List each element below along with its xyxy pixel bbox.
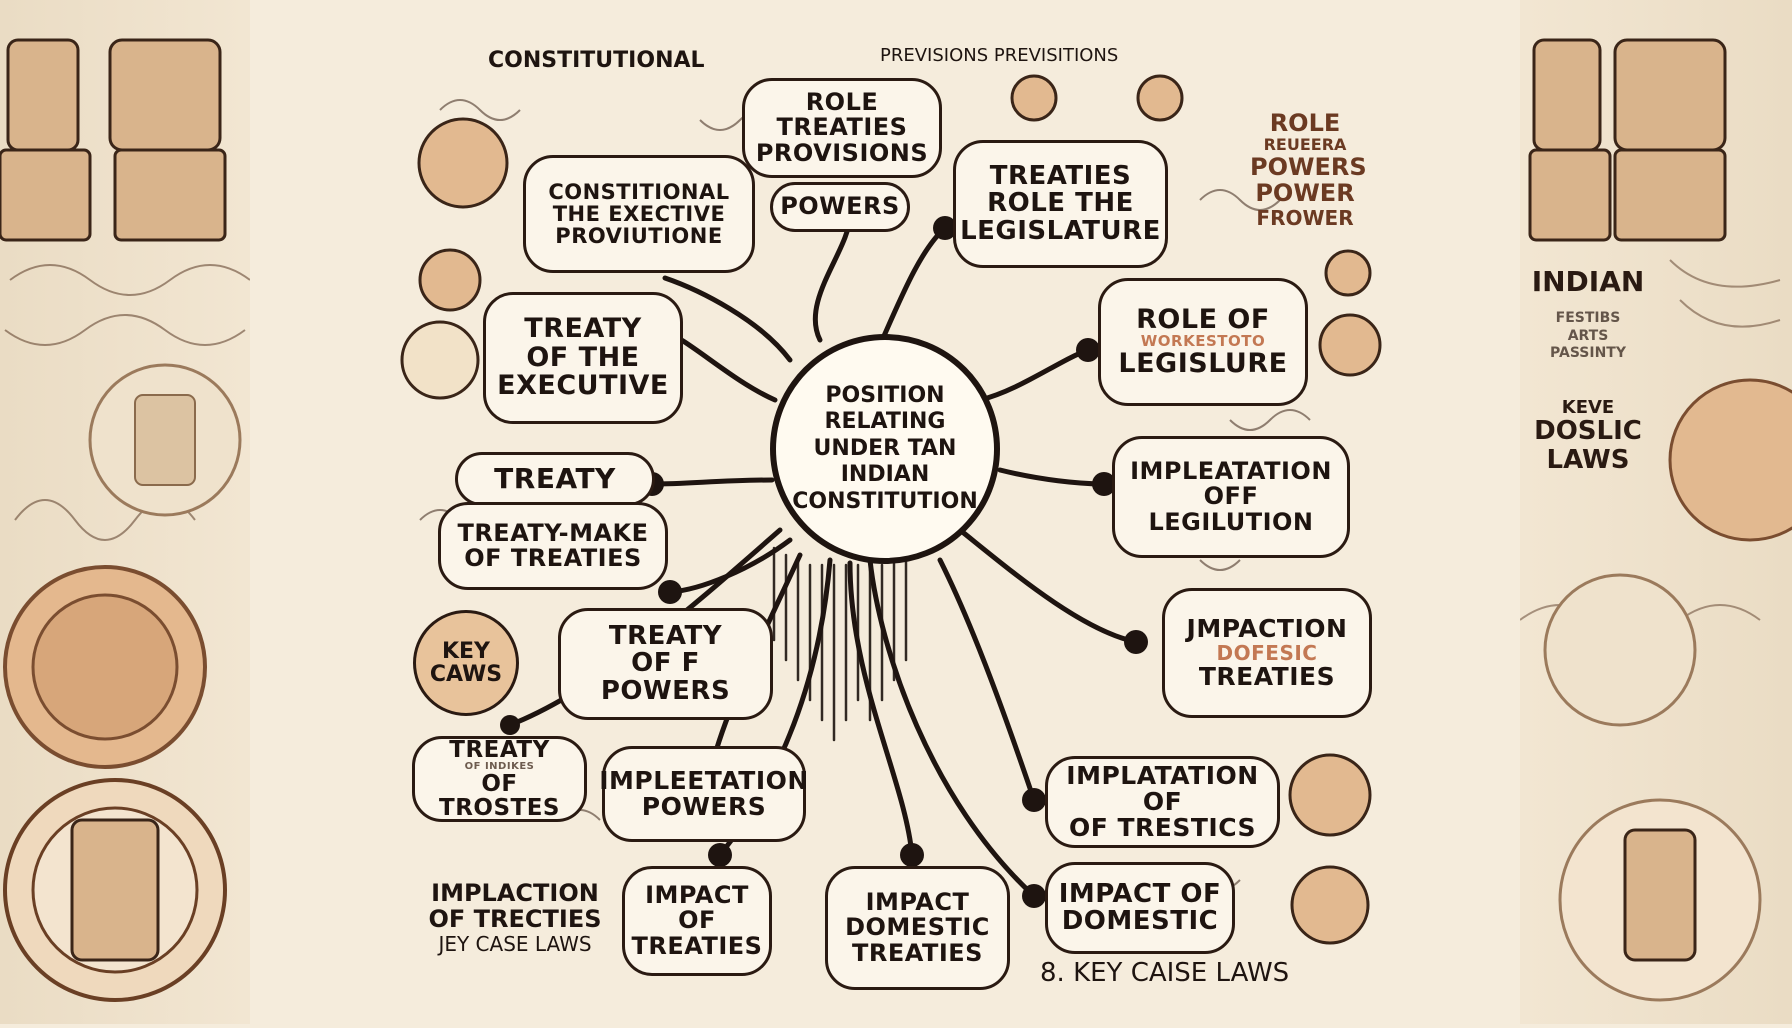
decorative-medallion <box>1318 313 1382 377</box>
connector-dot <box>1022 884 1046 908</box>
decorative-medallion <box>417 117 509 209</box>
connector <box>847 560 915 858</box>
right-decorative-panel: INDIAN FESTIBS ARTS PASSINTY KEVE DOSLIC… <box>1519 0 1792 1024</box>
connector <box>997 467 1107 487</box>
topic-node-treaty: TREATY <box>455 452 655 506</box>
central-topic: POSITION RELATING UNDER TAN INDIAN CONST… <box>770 334 1000 564</box>
blurred-subtext: DOFESIC <box>1216 640 1318 665</box>
connector <box>667 537 793 595</box>
topic-node-treaty-of-trostes: TREATY OF INDIKES OF TROSTES <box>412 736 587 822</box>
connector <box>937 557 1037 803</box>
decorative-medallion <box>1290 865 1370 945</box>
connector-dot <box>708 843 732 867</box>
blurred-subtext: WORKESTOTO <box>1140 332 1266 351</box>
connector-dot <box>500 715 520 735</box>
key-caws-circle: KEY CAWS <box>413 610 519 716</box>
bottom-right-caption: 8. KEY CAISE LAWS <box>1040 958 1290 988</box>
right-title-indian: INDIAN <box>1531 265 1645 298</box>
connector <box>977 347 1091 403</box>
decorative-medallion <box>400 320 480 400</box>
connector <box>649 477 775 487</box>
decorative-medallion <box>418 248 482 312</box>
connector-dot <box>658 580 682 604</box>
connector-dot <box>1124 630 1148 654</box>
header-right-label: PREVISIONS PREVISITIONS <box>880 45 1119 66</box>
topic-node-powers: POWERS <box>770 182 910 232</box>
connector <box>957 527 1139 645</box>
header-left-label: CONSTITUTIONAL <box>488 48 705 73</box>
connector <box>662 275 793 363</box>
connector-dot <box>900 843 924 867</box>
blurred-subtext: OF INDIKES <box>464 760 535 772</box>
right-emblem-art <box>1519 38 1792 1002</box>
right-scribble-text: FESTIBS ARTS PASSINTY <box>1550 310 1626 361</box>
topic-node-role-of-legislure: ROLE OF WORKESTOTO LEGISLURE <box>1098 278 1308 406</box>
connector-dot <box>1022 788 1046 812</box>
connector-dot <box>933 216 957 240</box>
right-key-laws-text: KEVE DOSLIC LAWS <box>1534 397 1642 475</box>
connector <box>877 225 948 348</box>
bottom-left-caption: IMPLACTION OF TRECTIES JEY CASE LAWS <box>428 879 602 956</box>
connector-dot <box>1092 472 1116 496</box>
connector <box>867 557 1037 899</box>
connector-dot <box>1076 338 1100 362</box>
decorative-medallion <box>1136 74 1184 122</box>
connector <box>812 212 853 343</box>
left-emblem-art <box>0 38 251 1002</box>
topic-node-jmpaction-treaties: JMPACTION DOFESIC TREATIES <box>1162 588 1372 718</box>
decorative-medallion <box>1288 753 1372 837</box>
left-decorative-panel <box>0 0 251 1024</box>
right-cluster-text: ROLE REUEERA POWERS POWER FROWER <box>1250 109 1367 230</box>
decorative-medallion <box>1010 74 1058 122</box>
decorative-medallion <box>1324 249 1372 297</box>
